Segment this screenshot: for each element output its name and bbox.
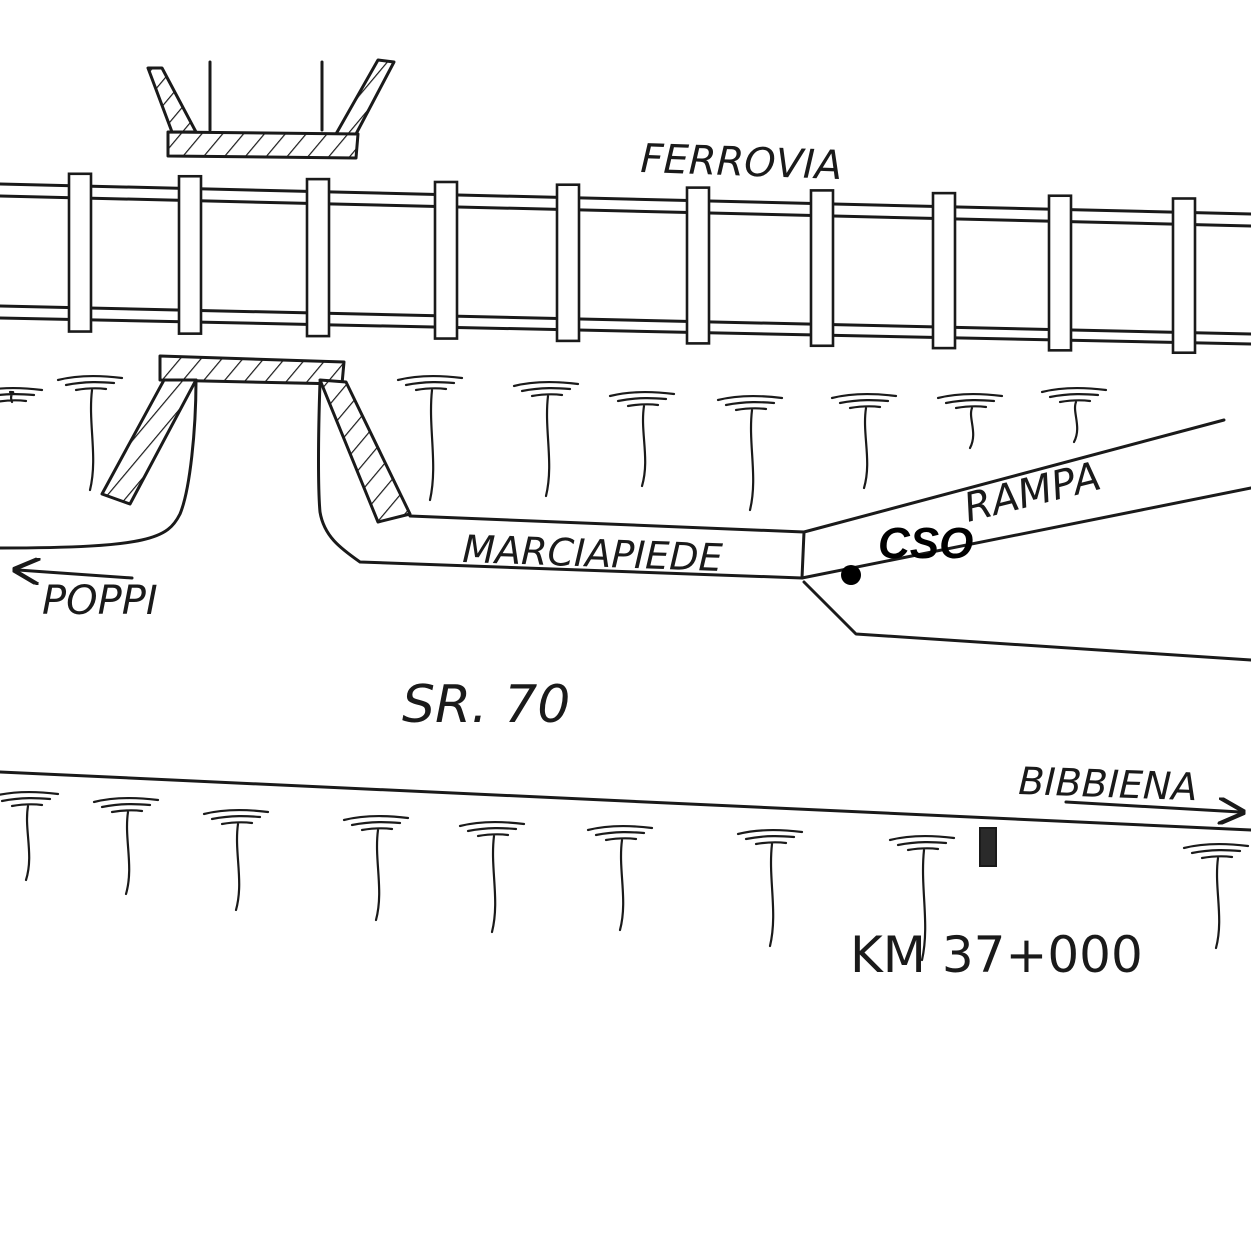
railway-sleeper [809, 189, 835, 348]
town-right-label: BIBBIENA [1018, 759, 1198, 809]
grass-mark [716, 394, 784, 512]
ramp-label: RAMPA [959, 453, 1105, 531]
arrow-right-icon [1064, 802, 1240, 812]
filled-dot-icon [841, 565, 861, 585]
grass-mark [608, 390, 676, 488]
bridge-lower-abutment [0, 354, 804, 580]
grass-mark [342, 814, 410, 922]
grass-mark [92, 796, 160, 896]
sidewalk-label: MARCIAPIEDE [462, 527, 724, 580]
grass-mark [202, 808, 270, 912]
grass-mark [458, 820, 526, 934]
railway-sleeper [555, 183, 581, 343]
town-left-label: POPPI [42, 578, 158, 624]
grass-mark [396, 374, 464, 502]
railway-sleeper [67, 172, 93, 333]
grass-mark [1182, 842, 1250, 950]
bridge-top-abutment [146, 58, 396, 160]
railway-sleeper [931, 191, 957, 350]
milestone-icon [979, 827, 997, 867]
kilometer-label: KM 37+000 [850, 926, 1143, 984]
road-lower-edge [0, 770, 1251, 832]
grass-mark [830, 392, 898, 490]
cso-label: CSO [878, 519, 973, 568]
arrow-left-icon [18, 570, 134, 578]
railway-sleeper [685, 186, 711, 345]
grass-mark [0, 790, 60, 882]
railway-sleeper [1171, 197, 1197, 355]
grass-mark [586, 824, 654, 932]
grass-mark [56, 374, 124, 492]
railway-label: FERROVIA [640, 136, 843, 189]
grass-mark [736, 828, 804, 948]
railway-sleepers [67, 172, 1197, 355]
grass-mark [512, 380, 580, 498]
railway-rails [0, 182, 1251, 346]
road-label: SR. 70 [402, 675, 570, 735]
grass-mark [936, 392, 1004, 450]
grass-mark [0, 386, 44, 404]
grass-mark [1040, 386, 1108, 444]
sidewalk-and-ramp [408, 418, 1251, 662]
railway-sleeper [177, 174, 203, 335]
embankment-marks-lower [0, 790, 1250, 962]
railway-sleeper [433, 180, 459, 340]
grass-mark [888, 834, 956, 962]
railway-sleeper [1047, 194, 1073, 352]
embankment-marks-upper [0, 374, 1108, 512]
railway-sleeper [305, 177, 331, 338]
